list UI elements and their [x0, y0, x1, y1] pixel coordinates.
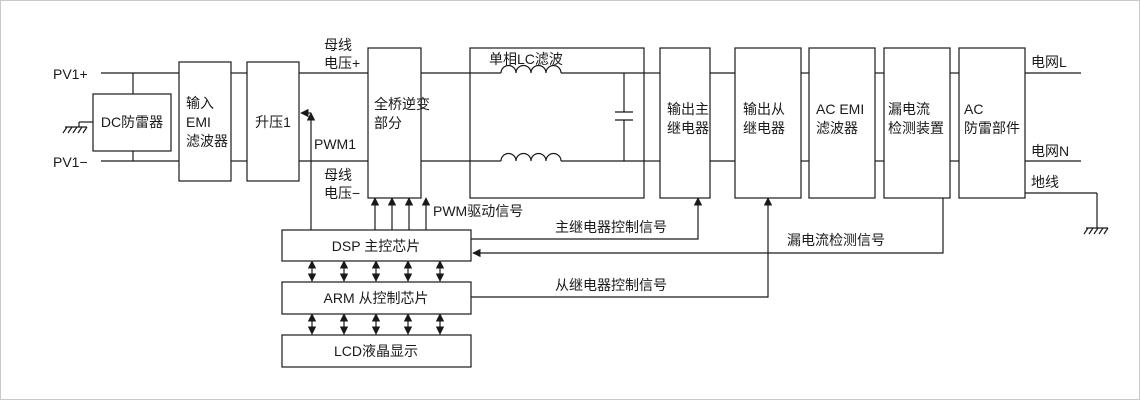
- block-dc-spd: DC防雷器: [92, 93, 172, 152]
- pv-minus-label: PV1−: [53, 154, 88, 170]
- block-slave-relay: 输出从 继电器: [734, 47, 802, 199]
- inverter-label-1: 全桥逆变: [374, 96, 430, 112]
- slave-relay-label-2: 继电器: [743, 120, 785, 136]
- grid-n-label: 电网N: [1031, 143, 1069, 159]
- block-lcd: LCD液晶显示: [281, 334, 472, 368]
- block-input-emi: 输入 EMI 滤波器: [178, 61, 232, 182]
- dsp-label: DSP 主控芯片: [332, 238, 420, 254]
- ac-emi-label-1: AC EMI: [816, 101, 864, 117]
- main-relay-label-2: 继电器: [667, 120, 709, 136]
- block-leak-detector: 漏电流 检测装置: [883, 47, 951, 199]
- pwm1-label: PWM1: [314, 136, 356, 152]
- block-boost: 升压1: [246, 61, 300, 182]
- ground-symbol-dc: [62, 121, 93, 134]
- input-emi-label-1: 输入: [186, 95, 214, 111]
- block-main-relay: 输出主 继电器: [659, 47, 711, 199]
- pv-plus-label: PV1+: [53, 66, 88, 82]
- lc-filter-label: 单相LC滤波: [489, 51, 563, 67]
- input-emi-label-2: EMI: [186, 114, 211, 130]
- block-dsp: DSP 主控芯片: [281, 229, 472, 262]
- ac-emi-label-2: 滤波器: [816, 120, 858, 136]
- block-inverter: 全桥逆变 部分: [367, 47, 430, 199]
- inverter-label-2: 部分: [374, 115, 402, 131]
- lc-filter-frame: [469, 47, 645, 199]
- leak-detector-label-1: 漏电流: [888, 101, 930, 117]
- ground-label: 地线: [1031, 174, 1059, 190]
- power-wires: [101, 64, 1098, 228]
- boost-label: 升压1: [255, 114, 291, 130]
- block-arm: ARM 从控制芯片: [281, 281, 472, 315]
- dc-spd-label: DC防雷器: [101, 114, 163, 130]
- leak-detect-signal-label: 漏电流检测信号: [787, 232, 885, 248]
- ac-spd-label-2: 防雷部件: [964, 120, 1020, 136]
- slave-relay-ctrl-label: 从继电器控制信号: [555, 277, 667, 293]
- arm-label: ARM 从控制芯片: [324, 290, 429, 306]
- signal-wires: [300, 108, 944, 335]
- bus-minus-label-2: 电压−: [324, 185, 360, 201]
- block-ac-emi: AC EMI 滤波器: [808, 47, 876, 199]
- pwm-drive-label: PWM驱动信号: [433, 203, 523, 219]
- slave-relay-label-1: 输出从: [743, 101, 785, 117]
- lcd-label: LCD液晶显示: [334, 343, 418, 359]
- main-relay-label-1: 输出主: [667, 101, 709, 117]
- bus-minus-label-1: 母线: [324, 167, 352, 183]
- ground-symbol-ac: [1083, 227, 1109, 235]
- bus-plus-label-1: 母线: [324, 37, 352, 53]
- input-emi-label-3: 滤波器: [186, 133, 228, 149]
- block-ac-spd: AC 防雷部件: [958, 47, 1026, 199]
- bus-plus-label-2: 电压+: [324, 55, 360, 71]
- diagram-labels: PV1+ PV1− 母线 电压+ 母线 电压− 单相LC滤波 PWM1 PWM驱…: [53, 37, 1069, 293]
- leak-detector-label-2: 检测装置: [888, 120, 944, 136]
- main-relay-ctrl-label: 主继电器控制信号: [555, 219, 667, 235]
- grid-l-label: 电网L: [1031, 54, 1067, 70]
- ac-spd-label-1: AC: [964, 101, 983, 117]
